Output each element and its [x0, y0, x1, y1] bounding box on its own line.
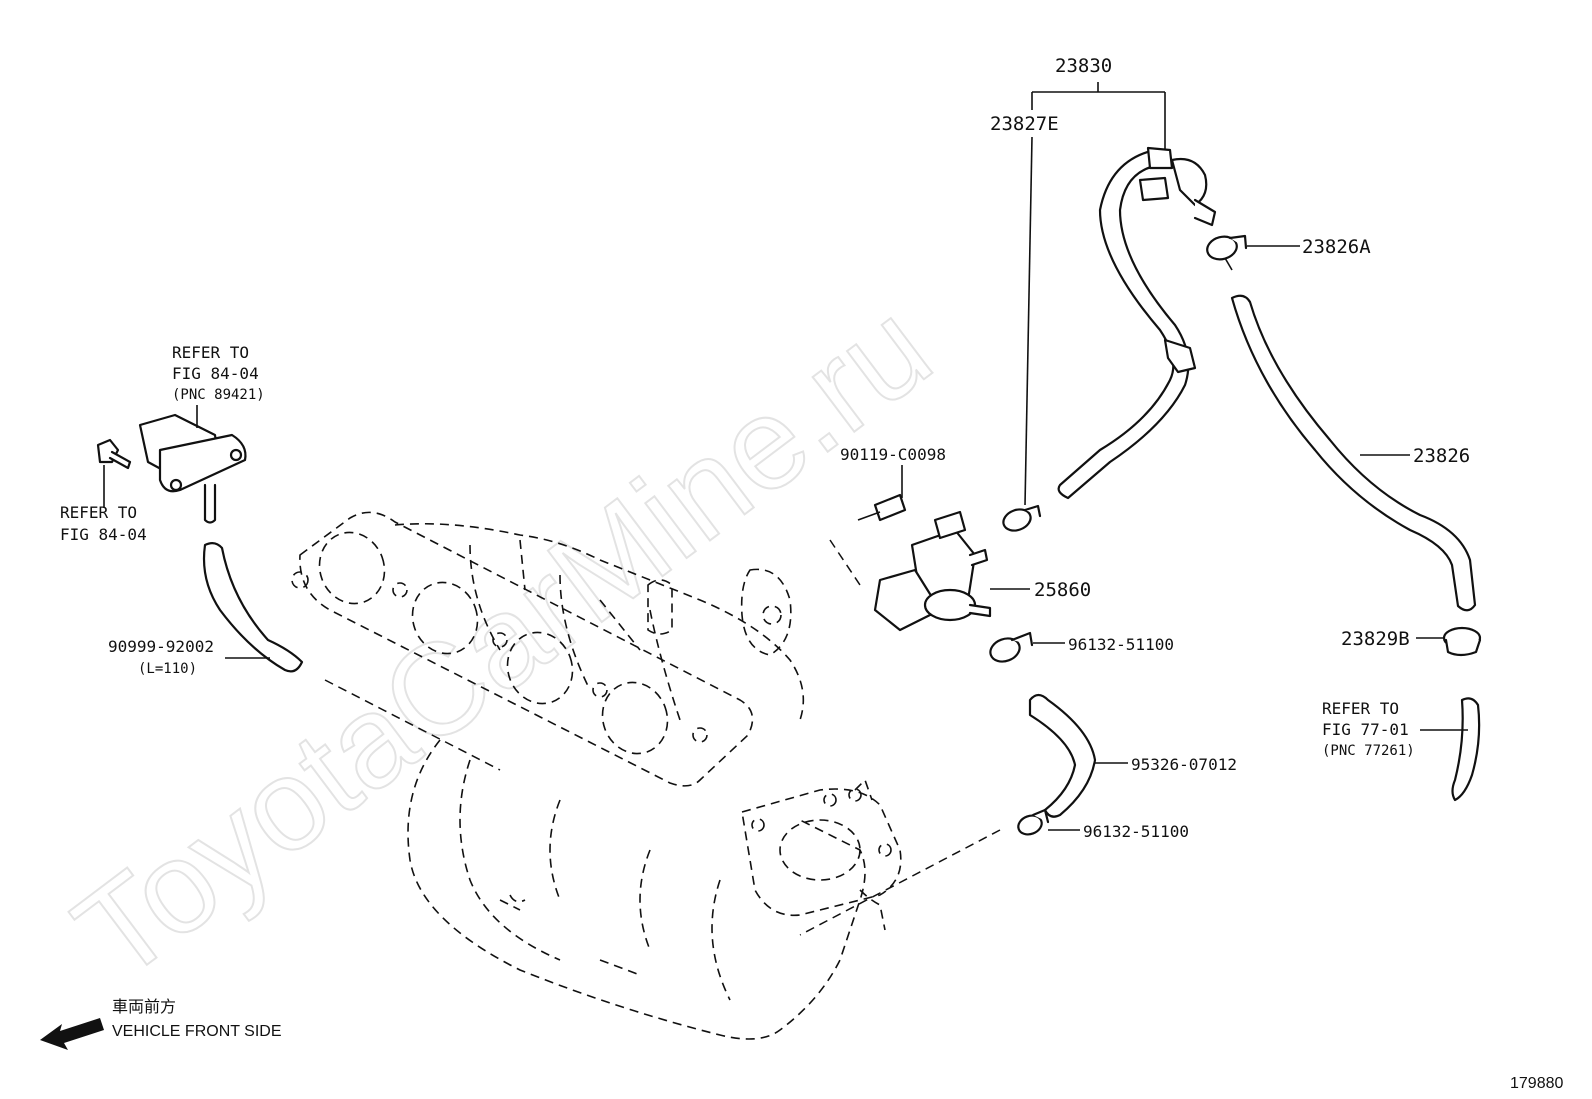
hose-95326-07012[interactable] [1028, 693, 1097, 818]
map-sensor[interactable] [138, 413, 247, 524]
sensor-ref-line1: REFER TO [172, 343, 249, 362]
label-96132-lower[interactable]: 96132-51100 [1083, 822, 1189, 841]
clamp-96132-lower[interactable] [1016, 808, 1050, 838]
front-side-japanese: 車両前方 [112, 998, 176, 1016]
intake-manifold [291, 511, 902, 1040]
label-95326-07012[interactable]: 95326-07012 [1131, 755, 1237, 774]
bolt-ref-line2: FIG 84-04 [60, 525, 147, 544]
label-23827e[interactable]: 23827E [990, 113, 1059, 135]
hose-ref-77-01 [1451, 697, 1481, 802]
front-arrow-icon [40, 1018, 104, 1050]
alignment-lines [324, 539, 1001, 936]
label-23830[interactable]: 23830 [1055, 55, 1112, 77]
bolt-ref-line1: REFER TO [60, 503, 137, 522]
hose-ref-line2: FIG 77-01 [1322, 720, 1409, 739]
front-side-english: VEHICLE FRONT SIDE [112, 1023, 282, 1040]
vehicle-front-indicator: 車両前方 VEHICLE FRONT SIDE [40, 998, 282, 1050]
hose-90999-92002[interactable] [202, 541, 304, 673]
label-90999-92002[interactable]: 90999-92002 [108, 637, 214, 656]
vsv-25860[interactable] [873, 510, 992, 632]
label-23829b[interactable]: 23829B [1341, 628, 1410, 650]
hose-assy-23830[interactable] [1057, 146, 1217, 500]
label-23826a[interactable]: 23826A [1302, 236, 1371, 258]
label-90119-c0098[interactable]: 90119-C0098 [840, 445, 946, 464]
label-96132-upper[interactable]: 96132-51100 [1068, 635, 1174, 654]
clamp-23826a[interactable] [1205, 233, 1248, 271]
reference-notes: REFER TO FIG 84-04 (PNC 89421) REFER TO … [60, 343, 1415, 759]
sensor-ref-line3: (PNC 89421) [172, 387, 265, 403]
label-23826[interactable]: 23826 [1413, 445, 1470, 467]
part-labels: 23830 23827E 23826A 23826 23829B 90119-C… [108, 55, 1470, 841]
figure-number: 179880 [1510, 1075, 1563, 1092]
hose-ref-line1: REFER TO [1322, 699, 1399, 718]
clamp-23829b[interactable] [1442, 626, 1482, 657]
clamp-96132-upper[interactable] [987, 631, 1034, 665]
hose-23826[interactable] [1230, 294, 1477, 612]
sensor-ref-line2: FIG 84-04 [172, 364, 259, 383]
label-25860[interactable]: 25860 [1034, 579, 1091, 601]
hose-ref-line3: (PNC 77261) [1322, 743, 1415, 759]
clamp-23827e[interactable] [1000, 504, 1042, 534]
bolt-left[interactable] [96, 438, 132, 470]
label-90999-length: (L=110) [138, 661, 197, 677]
bolt-90119-c0098[interactable] [857, 493, 907, 522]
leader-lines [103, 82, 1468, 831]
